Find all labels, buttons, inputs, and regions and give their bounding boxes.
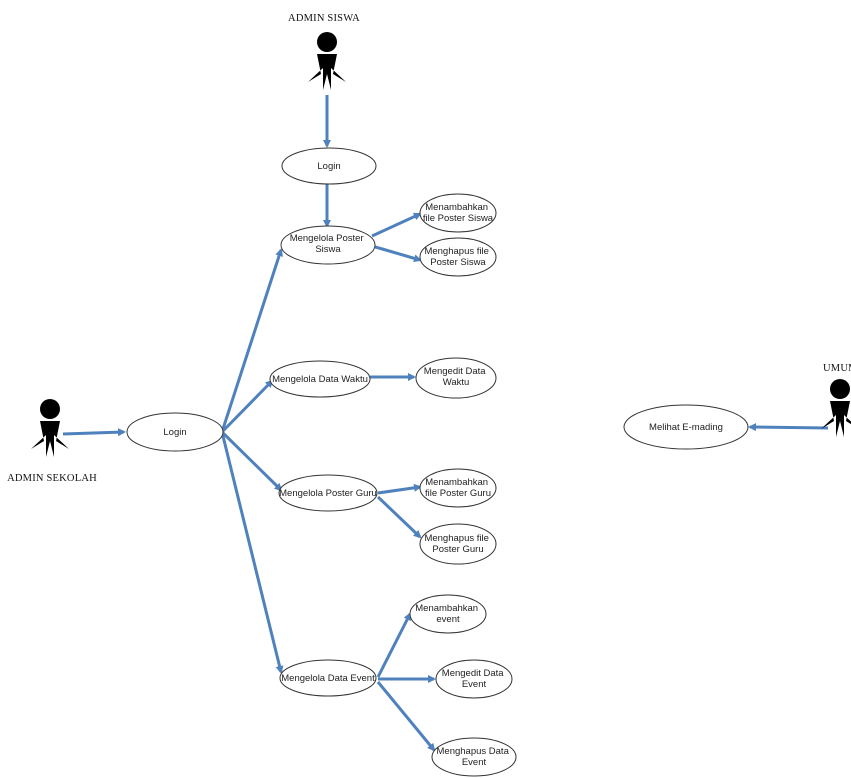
edge-login-mpg bbox=[220, 430, 283, 492]
actor-label-admin-sekolah: ADMIN SEKOLAH bbox=[7, 473, 97, 484]
use-case-melihat-emading[interactable]: Melihat E-mading bbox=[623, 404, 749, 450]
actor-icon bbox=[308, 32, 346, 90]
actor-label-umum: UMUM bbox=[823, 363, 851, 374]
use-case-label-line1: Mengedit Data bbox=[442, 668, 505, 679]
use-case-label: Mengelola Data Waktu bbox=[272, 374, 368, 385]
use-case-label-line1: Menghapus Data bbox=[437, 746, 510, 757]
use-case-label-line2: Poster Guru bbox=[432, 544, 483, 555]
use-case-mengelola-poster-guru[interactable]: Mengelola Poster Guru bbox=[278, 474, 378, 512]
connectors bbox=[62, 95, 829, 752]
edge-mps-menambahkan bbox=[371, 212, 422, 238]
use-case-label: Melihat E-mading bbox=[649, 422, 723, 433]
svg-text:Menghapus file Poster Gu: Menghapus file Poster Guru bbox=[424, 533, 491, 555]
edge-umum-melihat bbox=[748, 423, 829, 432]
use-case-label: Login bbox=[317, 161, 340, 172]
svg-text:Login: Login bbox=[317, 161, 340, 172]
actor-admin-sekolah: ADMIN SEKOLAH bbox=[7, 399, 97, 484]
svg-text:Menambahkan file Poster: Menambahkan file Poster Siswa bbox=[423, 202, 494, 224]
actor-icon bbox=[821, 379, 851, 437]
edge-mps-menghapus bbox=[371, 244, 422, 263]
use-case-mengedit-data-waktu[interactable]: Mengedit Data Waktu bbox=[415, 357, 497, 399]
use-case-login-sekolah[interactable]: Login bbox=[126, 412, 224, 452]
use-case-label-line1: Mengedit Data bbox=[424, 366, 487, 377]
edge-login-mde bbox=[220, 431, 284, 674]
use-case-label: Mengelola Data Event bbox=[281, 673, 375, 684]
use-case-label-line2: Event bbox=[462, 757, 487, 768]
use-case-menambahkan-poster-guru[interactable]: Menambahkan file Poster Guru bbox=[419, 468, 497, 508]
use-case-label-line2: file Poster Guru bbox=[425, 488, 491, 499]
use-case-menghapus-poster-guru[interactable]: Menghapus file Poster Guru bbox=[419, 523, 497, 565]
use-case-mengelola-poster-siswa[interactable]: Mengelola Poster Siswa bbox=[280, 225, 376, 265]
use-case-menghapus-poster-siswa[interactable]: Menghapus file Poster Siswa bbox=[419, 237, 497, 277]
use-case-label-line1: Mengelola Poster bbox=[290, 233, 364, 244]
svg-text:Menghapus Data Event: Menghapus Data Event bbox=[437, 746, 512, 768]
svg-text:Melihat E-mading: Melihat E-mading bbox=[649, 422, 723, 433]
svg-text:Mengelola Poster Siswa: Mengelola Poster Siswa bbox=[290, 233, 367, 255]
edge-mde-menghapus bbox=[376, 681, 436, 752]
use-case-label-line2: file Poster Siswa bbox=[423, 213, 494, 224]
use-case-label-line1: Menambahkan bbox=[425, 477, 488, 488]
svg-text:Menambahkan file Poster: Menambahkan file Poster Guru bbox=[425, 477, 491, 499]
edge-adminsekolah-login bbox=[62, 428, 126, 437]
svg-text:Mengelola Poster Guru: Mengelola Poster Guru bbox=[279, 488, 377, 499]
svg-text:Mengelola Data Waktu: Mengelola Data Waktu bbox=[272, 374, 368, 385]
use-case-mengedit-data-event[interactable]: Mengedit Data Event bbox=[435, 659, 513, 699]
use-case-label: Login bbox=[163, 427, 186, 438]
use-case-menambahkan-poster-siswa[interactable]: Menambahkan file Poster Siswa bbox=[419, 193, 497, 233]
use-case-mengelola-data-waktu[interactable]: Mengelola Data Waktu bbox=[269, 360, 371, 398]
svg-text:Menghapus file Poster Si: Menghapus file Poster Siswa bbox=[424, 246, 491, 268]
use-case-login-siswa[interactable]: Login bbox=[281, 147, 377, 185]
actor-admin-siswa: ADMIN SISWA bbox=[288, 13, 360, 90]
use-case-label-line1: Menambahkan bbox=[425, 202, 488, 213]
use-case-label-line1: Menghapus file bbox=[424, 246, 488, 257]
use-case-label-line1: Menambahkan bbox=[415, 603, 478, 614]
use-case-label-line2: Waktu bbox=[443, 377, 470, 388]
use-case-mengelola-data-event[interactable]: Mengelola Data Event bbox=[279, 659, 377, 697]
use-case-label-line1: Menghapus file bbox=[424, 533, 488, 544]
use-case-label-line2: Poster Siswa bbox=[430, 257, 486, 268]
use-case-label: Mengelola Poster Guru bbox=[279, 488, 377, 499]
use-case-menghapus-data-event[interactable]: Menghapus Data Event bbox=[431, 737, 517, 777]
use-case-label-line2: Siswa bbox=[315, 244, 341, 255]
svg-text:Login: Login bbox=[163, 427, 186, 438]
svg-text:Mengedit Data Event: Mengedit Data Event bbox=[442, 668, 506, 690]
svg-text:Mengedit Data Waktu: Mengedit Data Waktu bbox=[424, 366, 488, 388]
svg-text:Mengelola Data Event: Mengelola Data Event bbox=[281, 673, 375, 684]
svg-text:Menambahkan event: Menambahkan event bbox=[415, 603, 481, 625]
edge-mpg-menambahkan bbox=[377, 483, 422, 495]
actor-icon bbox=[31, 399, 69, 457]
actor-umum: UMUM bbox=[821, 363, 851, 437]
edge-mpg-menghapus bbox=[376, 495, 422, 539]
use-case-label-line2: Event bbox=[462, 679, 487, 690]
edge-mde-menambahkan bbox=[376, 612, 412, 678]
edge-login-mdw bbox=[220, 379, 274, 434]
edge-login-mps bbox=[220, 248, 283, 433]
use-case-label-line2: event bbox=[436, 614, 460, 625]
actor-label-admin-siswa: ADMIN SISWA bbox=[288, 13, 360, 24]
use-case-menambahkan-event[interactable]: Menambahkan event bbox=[409, 594, 487, 634]
